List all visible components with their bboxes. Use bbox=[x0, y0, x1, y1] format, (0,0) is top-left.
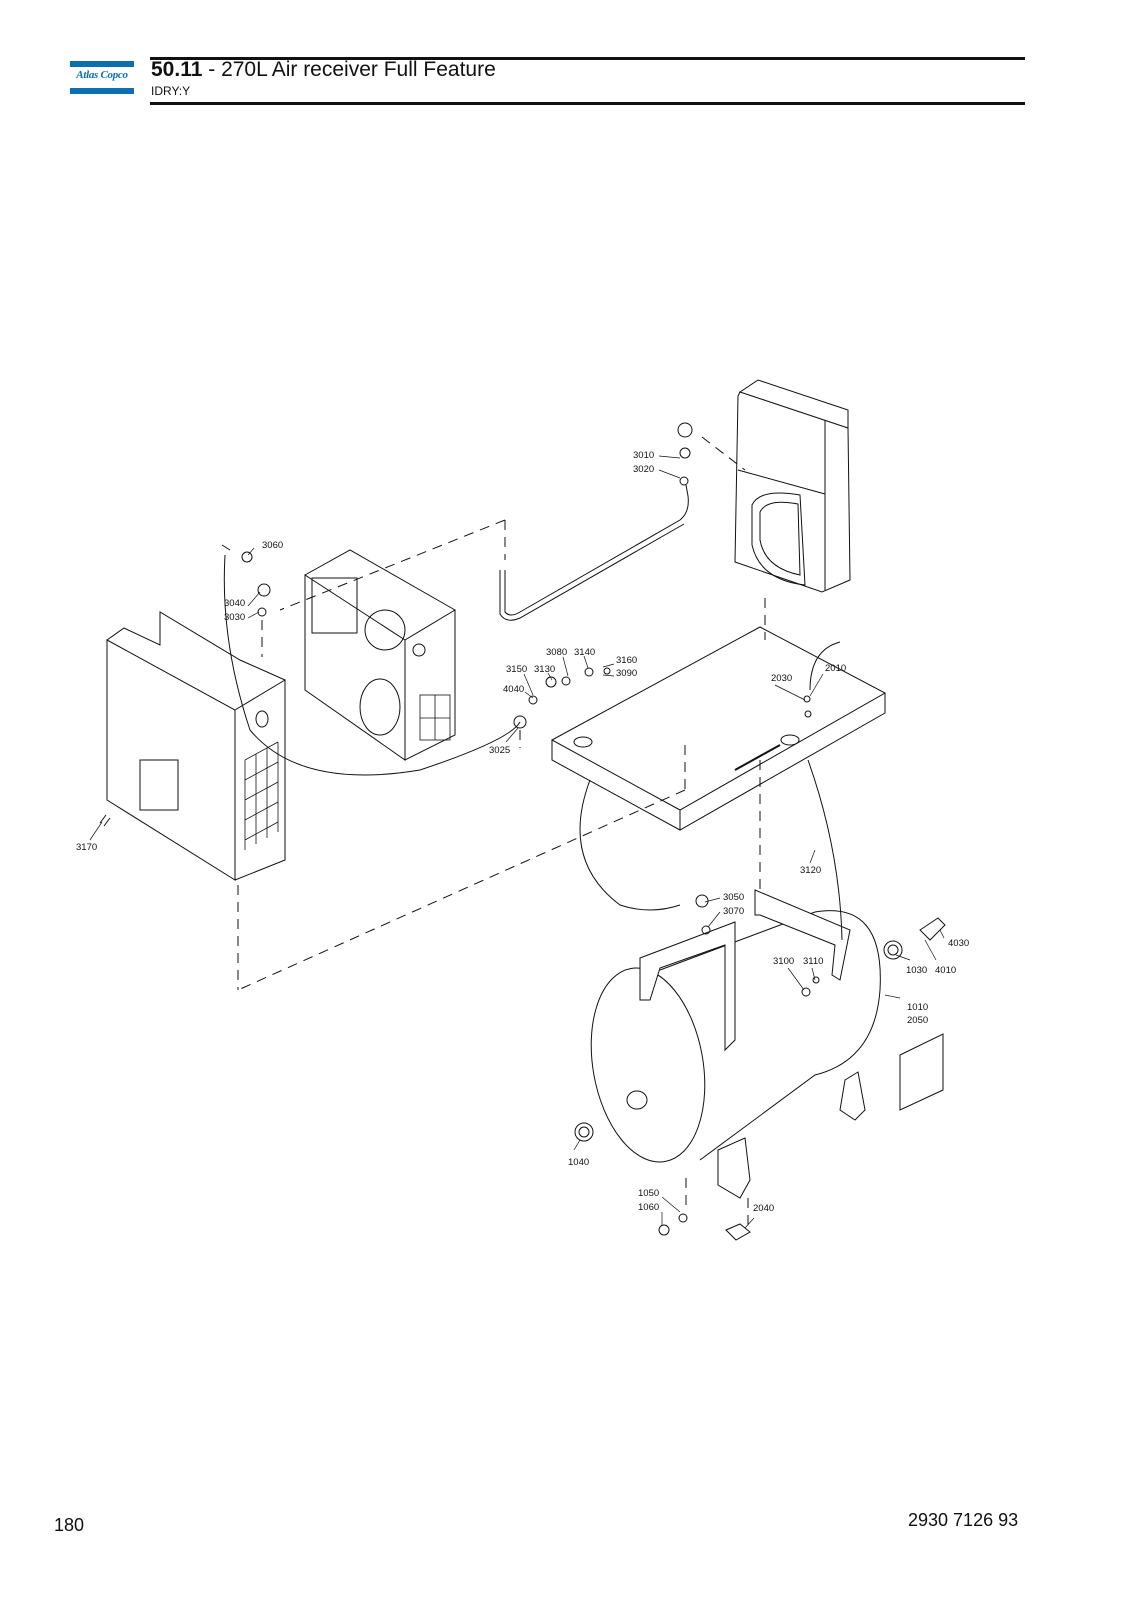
atlas-copco-logo: Atlas Copco bbox=[70, 61, 134, 95]
callout-label: 3040 bbox=[224, 598, 245, 609]
callout-label: 2050 bbox=[907, 1015, 928, 1026]
callout-label: 3080 bbox=[546, 647, 567, 658]
callout-label: 4030 bbox=[948, 938, 969, 949]
callout-label: 4040 bbox=[503, 684, 524, 695]
callout-label: 1040 bbox=[568, 1157, 589, 1168]
callout-label: 1010 bbox=[907, 1002, 928, 1013]
logo-bar-bottom bbox=[70, 88, 134, 94]
callout-label: 3090 bbox=[616, 668, 637, 679]
assembly-lines bbox=[237, 436, 766, 1225]
title-separator: - bbox=[202, 58, 222, 81]
document-number: 2930 7126 93 bbox=[908, 1510, 1019, 1530]
header-rule-top bbox=[150, 57, 1025, 60]
logo-wordmark: Atlas Copco bbox=[76, 69, 128, 81]
callout-label: 3060 bbox=[262, 540, 283, 551]
callout-label: 3020 bbox=[633, 464, 654, 475]
logo-bar-top bbox=[70, 61, 134, 67]
leader-lines bbox=[89, 455, 945, 1229]
callout-label: 3130 bbox=[534, 664, 555, 675]
callout-label: 2040 bbox=[753, 1203, 774, 1214]
callout-label: 1060 bbox=[638, 1202, 659, 1213]
callout-label: 3070 bbox=[723, 906, 744, 917]
callout-label: 3160 bbox=[616, 655, 637, 666]
page-subtitle: IDRY:Y bbox=[151, 84, 191, 98]
base-plate bbox=[550, 626, 887, 831]
page-title: 50.11 - 270L Air receiver Full Feature bbox=[151, 58, 496, 82]
callout-label: 3110 bbox=[803, 956, 823, 967]
section-number: 50.11 bbox=[151, 58, 203, 81]
callout-label: 3140 bbox=[574, 647, 595, 658]
dryer-top-cover bbox=[734, 379, 851, 593]
callout-label: 3010 bbox=[633, 450, 654, 461]
air-receiver-tank bbox=[590, 889, 881, 1199]
section-title: 270L Air receiver Full Feature bbox=[221, 58, 496, 81]
callout-label: 3030 bbox=[224, 612, 245, 623]
dryer-side-panel bbox=[106, 611, 286, 881]
callout-label: 1030 bbox=[906, 965, 927, 976]
callout-label: 4010 bbox=[935, 965, 956, 976]
dryer-frame bbox=[304, 549, 456, 761]
header-rule-bottom bbox=[150, 102, 1025, 105]
callout-label: 2010 bbox=[825, 663, 846, 674]
callout-label: 3170 bbox=[76, 842, 97, 853]
label-plate bbox=[899, 1033, 944, 1111]
callout-label: 3050 bbox=[723, 892, 744, 903]
callout-label: 3120 bbox=[800, 865, 821, 876]
callout-labels: 3010 3020 3060 3040 3030 3080 3140 3160 … bbox=[76, 450, 969, 1214]
callout-label: 1050 bbox=[638, 1188, 659, 1199]
callout-label: 2030 bbox=[771, 673, 792, 684]
callout-label: 3100 bbox=[773, 956, 794, 967]
hoses bbox=[221, 484, 843, 941]
page-number: 180 bbox=[54, 1515, 85, 1535]
callout-label: 3150 bbox=[506, 664, 527, 675]
fittings bbox=[99, 422, 946, 1241]
callout-label: 3025 bbox=[489, 745, 510, 756]
